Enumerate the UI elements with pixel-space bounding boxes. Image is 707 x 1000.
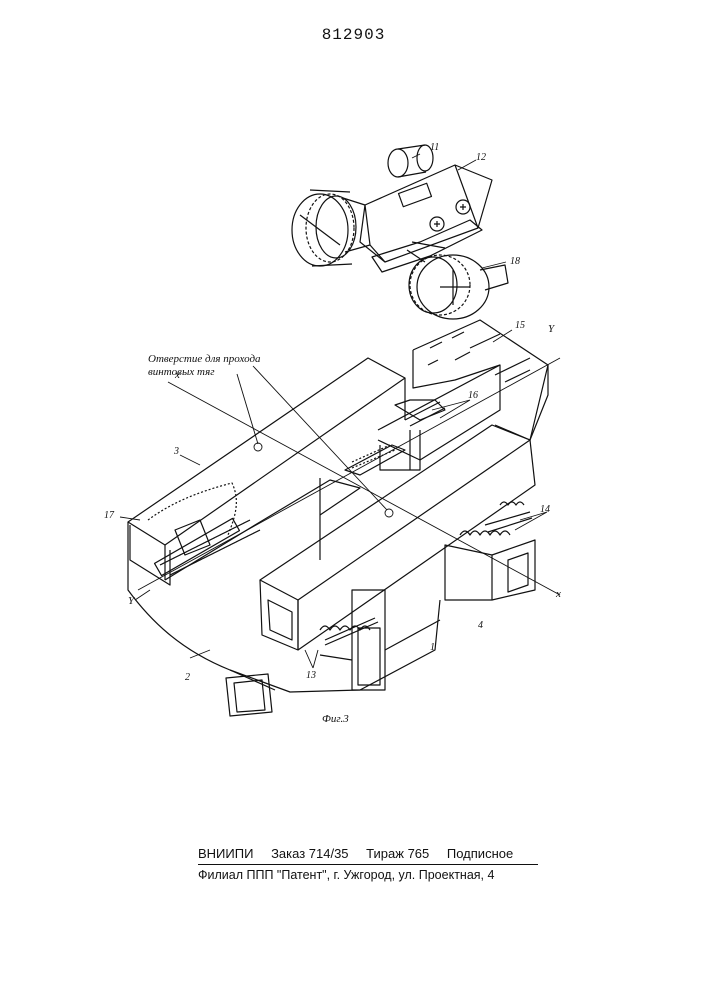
annotation-leaders <box>120 154 547 668</box>
label-15: 15 <box>515 320 525 331</box>
figure-caption: Фиг.3 <box>322 713 349 725</box>
label-16: 16 <box>468 390 478 401</box>
annotation-line2: винтовых тяг <box>148 366 215 378</box>
footer-subscription: Подписное <box>447 846 513 861</box>
axis-y-top-label: Y <box>548 323 556 335</box>
footer-org: ВНИИПИ <box>198 846 253 861</box>
label-2: 2 <box>185 672 190 683</box>
gear-left <box>292 190 370 266</box>
footer-order: Заказ 714/35 <box>271 846 348 861</box>
axis-y-bottom-label: Y <box>128 595 136 607</box>
motor-11 <box>388 145 433 177</box>
main-frame <box>128 320 548 716</box>
footer-circulation: Тираж 765 <box>366 846 429 861</box>
footer-branch: Филиал ППП "Патент", г. Ужгород, ул. Про… <box>198 868 538 882</box>
label-14: 14 <box>540 504 550 515</box>
label-11: 11 <box>430 142 439 153</box>
drive-assembly <box>292 145 508 319</box>
axis-x-top-label: x <box>174 369 180 381</box>
label-17: 17 <box>104 510 115 521</box>
gearbox-12 <box>360 165 492 272</box>
label-1: 1 <box>430 642 435 653</box>
axis-x-bottom-label: x <box>555 588 561 600</box>
label-13: 13 <box>306 670 316 681</box>
label-3: 3 <box>173 446 179 457</box>
label-18: 18 <box>510 256 520 267</box>
label-12: 12 <box>476 152 486 163</box>
label-4: 4 <box>478 620 483 631</box>
gear-right <box>407 242 508 319</box>
annotation-line1: Отверстие для прохода <box>148 353 261 365</box>
footer-imprint: ВНИИПИ Заказ 714/35 Тираж 765 Подписное <box>198 846 538 865</box>
